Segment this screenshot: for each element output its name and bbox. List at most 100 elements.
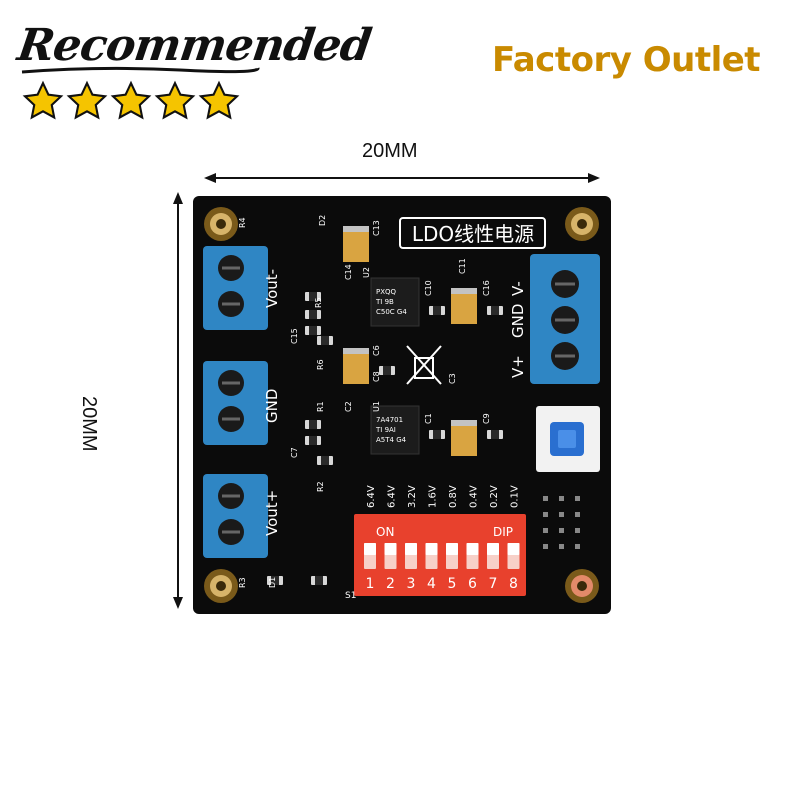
ldo-chip-top: PXQQ TI 9B C50C G4 <box>370 277 420 327</box>
dip-toggle <box>364 543 376 569</box>
header-pin <box>559 544 564 549</box>
header-pin <box>543 544 548 549</box>
header-pin <box>559 512 564 517</box>
chip-marking: C50C G4 <box>376 308 407 316</box>
dip-number: 8 <box>509 576 518 592</box>
tantalum-capacitor <box>343 226 369 262</box>
dip-toggle <box>384 543 397 569</box>
component-label: C10 <box>424 280 433 296</box>
terminal-label: Vout+ <box>263 490 281 536</box>
dip-toggle <box>446 543 458 569</box>
recommended-underline <box>21 66 260 74</box>
height-label: 20MM <box>78 396 100 452</box>
dip-toggle <box>507 543 520 569</box>
smd-component <box>379 366 395 375</box>
board-title: LDO线性电源 <box>412 222 534 246</box>
component-label: C2 <box>344 401 353 412</box>
smd-component <box>487 430 503 439</box>
terminal-label: V- <box>509 281 527 296</box>
header-pin <box>559 528 564 533</box>
smd-component <box>429 306 445 315</box>
dip-toggle <box>487 543 499 569</box>
push-button <box>536 406 600 472</box>
dip-voltage-label: 6.4V <box>366 485 377 508</box>
tantalum-capacitor <box>451 420 477 456</box>
switch-ref-label: S1 <box>345 591 356 601</box>
dip-voltage-label: 0.8V <box>448 485 459 508</box>
pcb-substrate <box>193 196 611 614</box>
component-label: R3 <box>238 577 247 588</box>
dip-number: 3 <box>407 576 416 592</box>
component-label: C3 <box>448 373 457 384</box>
header-pin <box>559 496 564 501</box>
chip-marking: 7A4701 <box>376 416 403 424</box>
width-label: 20MM <box>362 140 418 162</box>
dip-voltage-label: 0.2V <box>489 485 500 508</box>
dip-number: 7 <box>489 576 498 592</box>
chip-marking: TI 9B <box>375 298 394 306</box>
header-pin <box>543 496 548 501</box>
smd-component <box>317 456 333 465</box>
component-label: R4 <box>238 217 247 228</box>
smd-component <box>487 306 503 315</box>
component-label: C6 <box>372 345 381 356</box>
header-pin <box>575 528 580 533</box>
component-label: R1 <box>316 401 325 412</box>
weee-symbol <box>406 345 442 385</box>
output-terminal-block <box>203 361 268 445</box>
smd-component <box>305 326 321 335</box>
mounting-hole <box>565 207 599 241</box>
dip-number: 6 <box>468 576 477 592</box>
smd-component <box>305 292 321 301</box>
smd-component <box>305 436 321 445</box>
component-label: R6 <box>316 359 325 370</box>
mounting-hole <box>204 207 238 241</box>
component-label: C16 <box>482 280 491 296</box>
component-label: D1 <box>268 577 277 588</box>
component-label: C11 <box>458 258 467 274</box>
tantalum-capacitor <box>343 348 369 384</box>
dip-voltage-label: 1.6V <box>428 485 439 508</box>
dip-number: 4 <box>427 576 436 592</box>
component-label: C15 <box>290 328 299 344</box>
ldo-pcb-board: LDO线性电源 Vout- GND Vout+ V+ GND V- PXQQ TI 9B C… <box>193 196 611 614</box>
header-pin <box>575 512 580 517</box>
component-label: C9 <box>482 413 491 424</box>
header-pin <box>575 544 580 549</box>
dip-voltage-label: 0.1V <box>510 485 521 508</box>
terminal-label: GND <box>509 304 527 338</box>
component-label: C1 <box>424 413 433 424</box>
header-pin <box>543 512 548 517</box>
dip-label: DIP <box>493 525 513 539</box>
smd-component <box>267 576 283 585</box>
output-terminal-block <box>203 474 268 558</box>
chip-marking: A5T4 G4 <box>376 436 407 444</box>
dip-number: 1 <box>366 576 375 592</box>
component-label: U2 <box>362 267 371 278</box>
output-terminal-block <box>203 246 268 330</box>
terminal-label: GND <box>263 389 281 423</box>
dip-on-label: ON <box>376 525 394 539</box>
component-label: D2 <box>318 215 327 226</box>
tantalum-capacitor <box>451 288 477 324</box>
dip-toggle <box>466 543 479 569</box>
component-label: C7 <box>290 447 299 458</box>
component-label: C14 <box>344 264 353 280</box>
dip-number: 2 <box>386 576 395 592</box>
terminal-label: V+ <box>509 355 527 378</box>
chip-marking: PXQQ <box>376 288 397 296</box>
dip-voltage-label: 6.4V <box>387 485 398 508</box>
component-label: U1 <box>372 401 381 412</box>
header-pin <box>575 496 580 501</box>
factory-outlet-text: Factory Outlet <box>492 40 761 80</box>
star-icon <box>154 80 196 120</box>
terminal-label: Vout- <box>263 269 281 308</box>
rating-stars <box>22 80 240 122</box>
dip-toggle <box>405 543 417 569</box>
smd-component <box>429 430 445 439</box>
dip-toggle <box>425 543 438 569</box>
dip-switch <box>354 514 526 596</box>
mounting-hole <box>565 569 599 603</box>
